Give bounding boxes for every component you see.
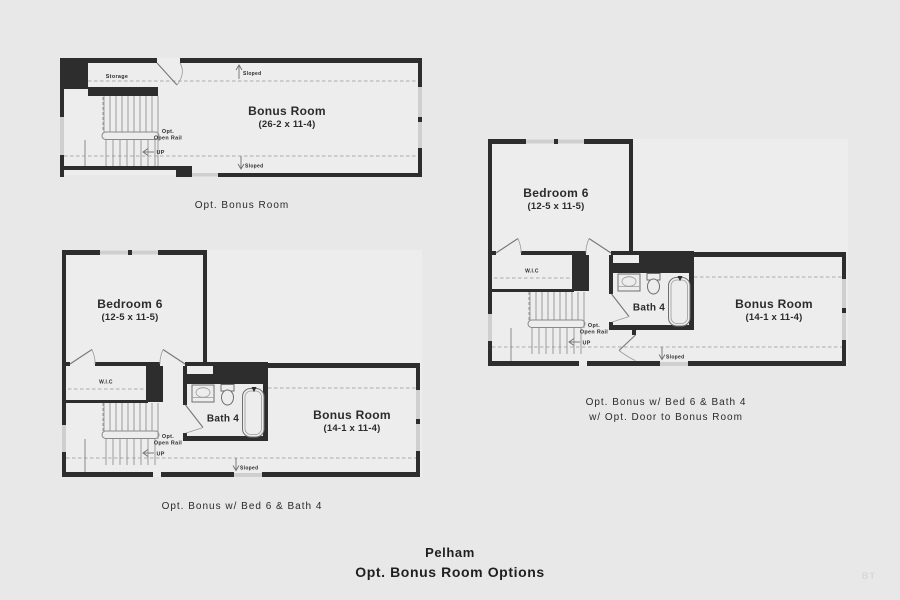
up-arrow — [142, 449, 154, 457]
sloped-arrow-up — [235, 64, 243, 79]
floor-plan-opt-bonus-room: Storage Sloped Bonus Room (26-2 x 11-4) … — [60, 58, 422, 177]
open-rail-handrail — [101, 131, 160, 140]
bedroom-dims: (12-5 x 11-5) — [528, 201, 585, 212]
sloped-arrow-down — [237, 156, 245, 170]
stairs — [84, 96, 160, 166]
caption-line-1: Opt. Bonus w/ Bed 6 & Bath 4 — [585, 397, 747, 408]
walls — [62, 250, 420, 477]
bonus-room-label: Bonus Room — [735, 297, 813, 311]
toilet-bowl — [221, 389, 234, 406]
sloped-arrow-down — [232, 458, 240, 472]
windows — [60, 87, 422, 177]
caption-line-2: w/ Opt. Door to Bonus Room — [589, 412, 743, 423]
sloped-label: Sloped — [666, 355, 684, 361]
up-label: UP — [157, 452, 165, 458]
plan-caption-bed6-bath4-opt-door: Opt. Bonus w/ Bed 6 & Bath 4 w/ Opt. Doo… — [482, 395, 850, 425]
open-rail-label: Open Rail — [580, 330, 608, 336]
bath-label: Bath 4 — [207, 414, 239, 425]
bath-fixtures — [191, 384, 265, 438]
bedroom-label: Bedroom 6 — [523, 186, 588, 200]
doors — [69, 349, 204, 434]
plan-caption-bed6-bath4: Opt. Bonus w/ Bed 6 & Bath 4 — [161, 501, 323, 512]
bathtub — [242, 388, 265, 438]
bonus-room-label: Bonus Room — [248, 104, 326, 118]
bedroom-label: Bedroom 6 — [97, 297, 162, 311]
storage-label: Storage — [106, 74, 129, 80]
up-label: UP — [583, 341, 591, 347]
wic-label: W.I.C — [99, 380, 113, 386]
up-arrow — [142, 148, 154, 156]
stairs — [84, 403, 160, 472]
opt-door-to-bonus-room — [618, 330, 636, 361]
bonus-room-dims: (14-1 x 11-4) — [746, 312, 803, 323]
bonus-room-dims: (14-1 x 11-4) — [324, 423, 381, 434]
open-rail-label: Open Rail — [154, 441, 182, 447]
walls — [60, 58, 422, 177]
bonus-room-label: Bonus Room — [313, 408, 391, 422]
plan-name-title: Pelham — [425, 545, 475, 560]
up-label: UP — [157, 150, 165, 156]
bedroom-dims: (12-5 x 11-5) — [102, 312, 159, 323]
floor-plan-bed6-bath4-opt-door: Bedroom 6 (12-5 x 11-5) W.I.C Bath 4 Bon… — [487, 138, 849, 367]
sink-basin — [195, 387, 211, 398]
opt-label: Opt. — [588, 323, 600, 329]
sheet-title-block: Pelham Opt. Bonus Room Options — [0, 545, 900, 580]
plan-geometry — [62, 250, 422, 477]
opt-label: Opt. — [162, 129, 174, 135]
watermark: BT — [862, 571, 876, 581]
bath-label: Bath 4 — [633, 303, 665, 314]
opt-label: Opt. — [162, 434, 174, 440]
tub-faucet — [251, 387, 257, 393]
open-rail-handrail — [101, 430, 160, 439]
open-rail-label: Open Rail — [154, 136, 182, 142]
storage-door — [156, 62, 183, 86]
sloped-ceiling-lines — [66, 387, 416, 459]
bonus-room-dims: (26-2 x 11-4) — [259, 119, 316, 130]
plan-caption-opt-bonus-room: Opt. Bonus Room — [194, 200, 290, 211]
sheet-subtitle: Opt. Bonus Room Options — [355, 564, 545, 580]
wic-label: W.I.C — [525, 269, 539, 275]
floor-plan-bed6-bath4: Bedroom 6 (12-5 x 11-5) W.I.C Bath 4 Bon… — [62, 250, 422, 477]
sloped-bottom-label: Sloped — [245, 164, 263, 170]
sloped-label: Sloped — [240, 466, 258, 472]
sloped-top-label: Sloped — [243, 71, 261, 77]
windows — [62, 250, 420, 477]
